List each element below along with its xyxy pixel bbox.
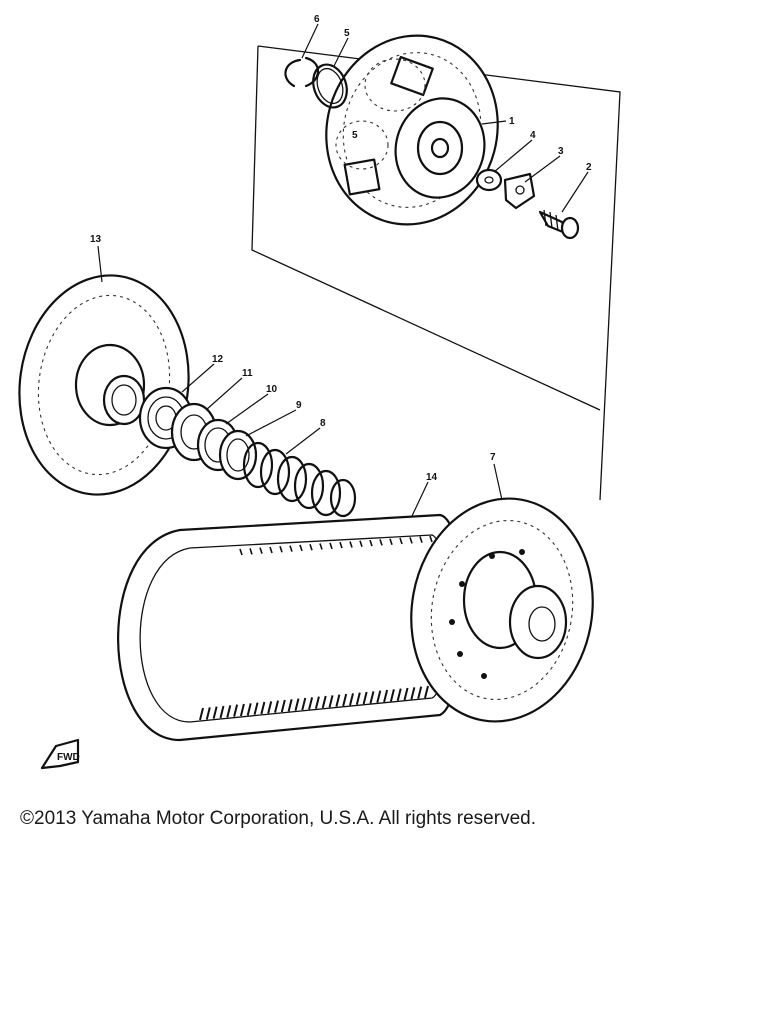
belt-tooth — [219, 705, 225, 719]
belt-tooth — [294, 698, 300, 711]
belt-tooth — [259, 547, 263, 554]
callout-label: 7 — [490, 452, 496, 463]
callout-label: 2 — [586, 162, 592, 173]
ring-part-5 — [312, 63, 348, 109]
belt-tooth — [349, 693, 354, 706]
belt-tooth — [199, 707, 204, 721]
belt-tooth — [239, 548, 243, 556]
belt-tooth — [328, 695, 334, 708]
callout-label: 11 — [242, 368, 253, 379]
belt-tooth — [233, 704, 239, 717]
callout-label: 12 — [212, 354, 224, 365]
spring-part-8 — [242, 441, 357, 518]
washer-part-4 — [475, 168, 503, 192]
belt-tooth — [410, 687, 416, 700]
belt-tooth — [249, 548, 253, 555]
belt-tooth — [409, 537, 413, 544]
belt-tooth — [319, 543, 323, 550]
forward-direction-icon: FWD — [40, 738, 80, 770]
bolt-part-2 — [538, 209, 580, 240]
belt-tooth — [376, 690, 382, 703]
belt-tooth — [309, 543, 313, 551]
circlip-part-6 — [284, 56, 320, 88]
belt-tooth — [253, 702, 259, 715]
movable-sheave-part-13 — [18, 274, 190, 496]
belt-tooth — [335, 694, 341, 707]
belt-tooth — [339, 541, 343, 549]
belt-tooth — [329, 542, 333, 550]
belt-tooth — [239, 703, 245, 717]
belt-teeth — [199, 535, 433, 721]
callout-label: 8 — [320, 418, 326, 429]
belt-tooth — [246, 703, 252, 716]
belt-tooth — [369, 539, 373, 547]
callout-label: 14 — [426, 472, 438, 483]
svg-text:FWD: FWD — [57, 752, 80, 763]
svg-text:5: 5 — [352, 130, 358, 141]
callout-label: 4 — [530, 130, 536, 141]
belt-tooth — [212, 706, 218, 719]
callout-label: 6 — [314, 14, 320, 25]
belt-tooth — [355, 692, 361, 705]
callout-label: 1 — [509, 116, 515, 127]
belt-tooth — [314, 696, 320, 709]
callout-label: 3 — [558, 146, 564, 157]
belt-tooth — [269, 546, 273, 554]
belt-tooth — [321, 695, 327, 709]
callout-labels: 6 5 1 4 3 2 13 12 11 10 9 8 14 7 — [90, 14, 592, 517]
belt-tooth — [205, 707, 211, 720]
belt-tooth — [287, 699, 293, 712]
belt-tooth — [419, 536, 423, 543]
belt-tooth — [260, 701, 266, 715]
belt-tooth — [362, 691, 368, 705]
belt-tooth — [383, 689, 389, 703]
belt-tooth — [359, 540, 363, 548]
belt-tooth — [267, 701, 273, 714]
belt-tooth — [389, 538, 393, 545]
spring-seat-part-9 — [218, 429, 258, 481]
belt-tooth — [379, 539, 383, 546]
belt-tooth — [349, 541, 353, 548]
belt-tooth — [424, 685, 429, 699]
belt-tooth — [274, 700, 279, 713]
belt-tooth — [342, 693, 348, 707]
belt-tooth — [369, 691, 375, 704]
belt-tooth — [403, 687, 409, 701]
belt-tooth — [226, 705, 232, 718]
belt-tooth — [289, 545, 293, 552]
belt-tooth — [301, 697, 307, 711]
belt-tooth — [399, 537, 403, 545]
lock-plate-part-3 — [503, 172, 536, 210]
belt-tooth — [299, 544, 303, 552]
callout-label: 5 — [344, 28, 350, 39]
belt-tooth — [396, 688, 402, 701]
fixed-sheave-part-1: 5 — [325, 34, 499, 226]
belt-tooth — [429, 535, 433, 543]
callout-label: 9 — [296, 400, 302, 411]
belt-tooth — [280, 699, 286, 713]
callout-label: 10 — [266, 384, 278, 395]
belt-tooth — [279, 546, 283, 553]
secondary-sheave-part-7 — [410, 497, 594, 723]
copyright-notice: ©2013 Yamaha Motor Corporation, U.S.A. A… — [20, 808, 536, 829]
belt-tooth — [308, 697, 314, 710]
belt-tooth — [389, 689, 395, 702]
belt-tooth — [417, 686, 423, 699]
callout-label: 13 — [90, 234, 102, 245]
